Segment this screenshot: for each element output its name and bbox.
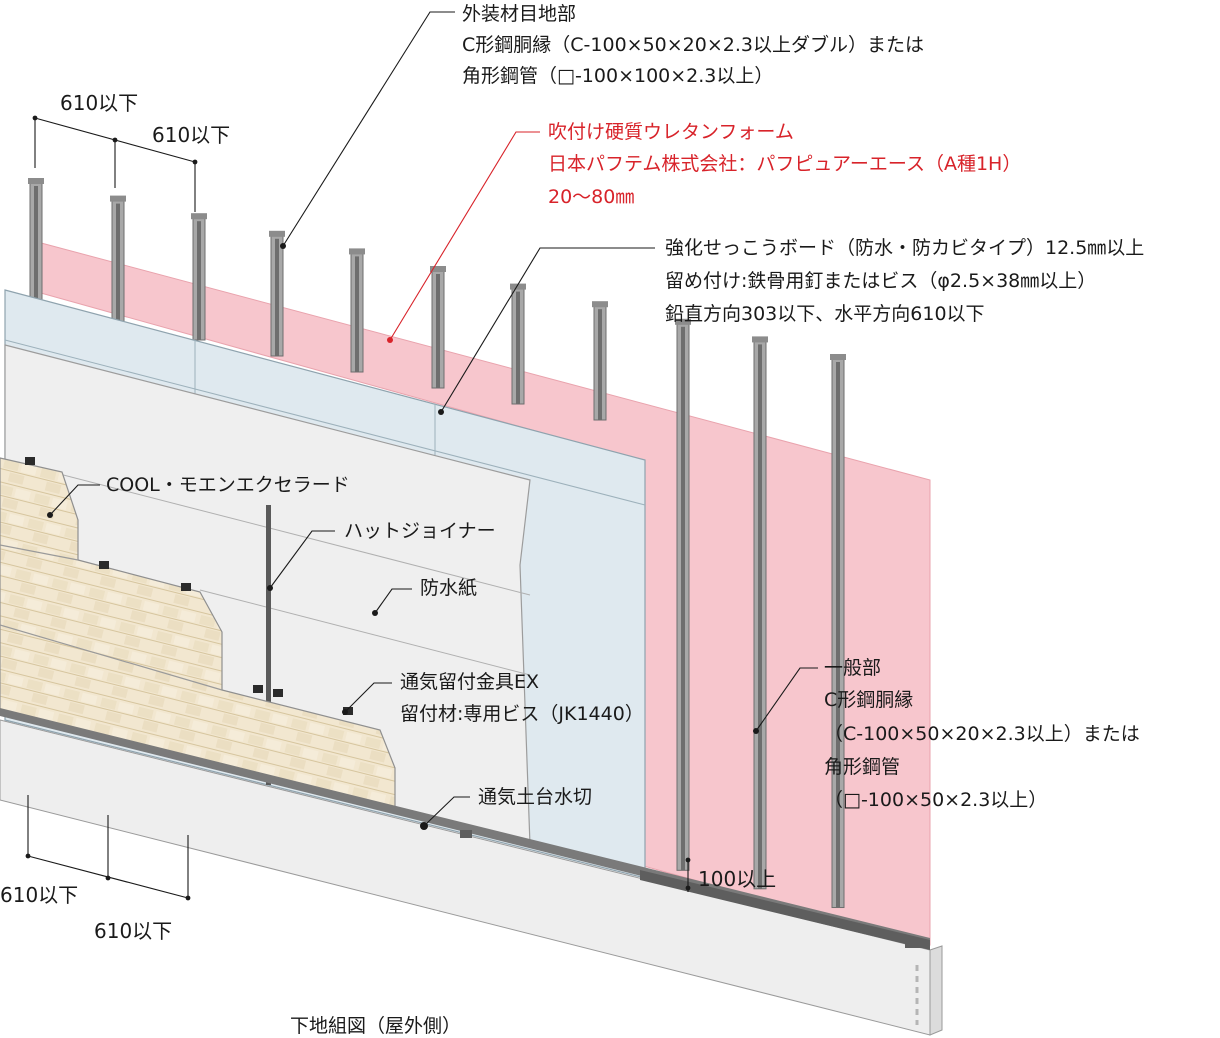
label-gap-min: 100以上	[698, 867, 776, 891]
callout-general: 一般部 C形鋼胴縁 （C-100×50×20×2.3以上）または 角形鋼管 （□…	[824, 657, 1140, 811]
label-urethane-title: 吹付け硬質ウレタンフォーム	[548, 121, 794, 143]
steel-stud	[28, 178, 44, 309]
label-base-flashing: 通気土台水切	[478, 786, 592, 808]
callout-board: 強化せっこうボード（防水・防カビタイプ）12.5㎜以上 留め付け:鉄骨用釘または…	[665, 237, 1144, 325]
bracket-mark	[25, 457, 35, 465]
label-general-c-stud: C形鋼胴縁	[824, 689, 913, 711]
steel-stud	[752, 336, 768, 890]
label-general-title: 一般部	[824, 657, 881, 679]
diagram-caption: 下地組図（屋外側）	[290, 1015, 461, 1037]
steel-stud	[592, 301, 608, 421]
label-general-square: 角形鋼管	[824, 756, 900, 778]
callout-joint: 外装材目地部 C形鋼胴縁（C-100×50×20×2.3以上ダブル）または 角形…	[462, 3, 924, 87]
hat-joiner	[266, 505, 271, 785]
steel-stud	[510, 283, 526, 405]
label-urethane-thickness: 20～80㎜	[548, 186, 634, 208]
label-joint-spec-c: C形鋼胴縁（C-100×50×20×2.3以上ダブル）または	[462, 33, 924, 56]
base-flashing	[0, 708, 930, 950]
steel-stud	[269, 230, 285, 357]
label-board-spacing: 鉛直方向303以下、水平方向610以下	[665, 303, 985, 325]
label-general-square-spec: （□-100×50×2.3以上）	[824, 789, 1047, 811]
dim-bottom-b: 610以下	[94, 919, 172, 943]
label-general-c-spec: （C-100×50×20×2.3以上）または	[824, 723, 1140, 745]
ventilation-brackets	[25, 457, 353, 715]
steel-stud	[430, 266, 446, 389]
callout-bracket: 通気留付金具EX 留付材:専用ビス（JK1440）	[400, 671, 644, 725]
label-board-title: 強化せっこうボード（防水・防カビタイプ）12.5㎜以上	[665, 237, 1144, 259]
dim-top-b: 610以下	[152, 123, 230, 147]
dimension-lines	[25, 115, 691, 901]
label-waterproof-paper: 防水紙	[420, 577, 477, 599]
steel-stud	[110, 195, 126, 325]
label-bracket-screw: 留付材:専用ビス（JK1440）	[400, 703, 644, 725]
foundation	[0, 719, 943, 1036]
label-urethane-product: 日本パフテム株式会社：パフピュアーエース（A種1H）	[548, 153, 1021, 175]
label-board-fastening: 留め付け:鉄骨用釘またはビス（φ2.5×38㎜以上）	[665, 270, 1096, 292]
dim-top-a: 610以下	[60, 91, 138, 115]
steel-stud	[191, 213, 207, 341]
bracket-mark	[99, 561, 109, 569]
label-joint-spec-square: 角形鋼管（□-100×100×2.3以上）	[462, 65, 773, 87]
bracket-mark	[343, 707, 353, 715]
label-bracket-title: 通気留付金具EX	[400, 671, 539, 693]
label-joint-title: 外装材目地部	[462, 3, 576, 25]
steel-stud	[675, 318, 691, 871]
callout-urethane: 吹付け硬質ウレタンフォーム 日本パフテム株式会社：パフピュアーエース（A種1H）…	[548, 121, 1021, 208]
steel-stud	[349, 248, 365, 373]
bracket-mark	[253, 685, 263, 693]
label-cool-siding: COOL・モエンエクセラード	[106, 474, 350, 496]
leader-lines	[47, 11, 818, 830]
steel-stud	[830, 354, 846, 909]
label-hat-joiner: ハットジョイナー	[344, 520, 496, 542]
dim-bottom-a: 610以下	[0, 883, 78, 907]
bracket-mark	[181, 583, 191, 591]
bracket-mark	[273, 689, 283, 697]
